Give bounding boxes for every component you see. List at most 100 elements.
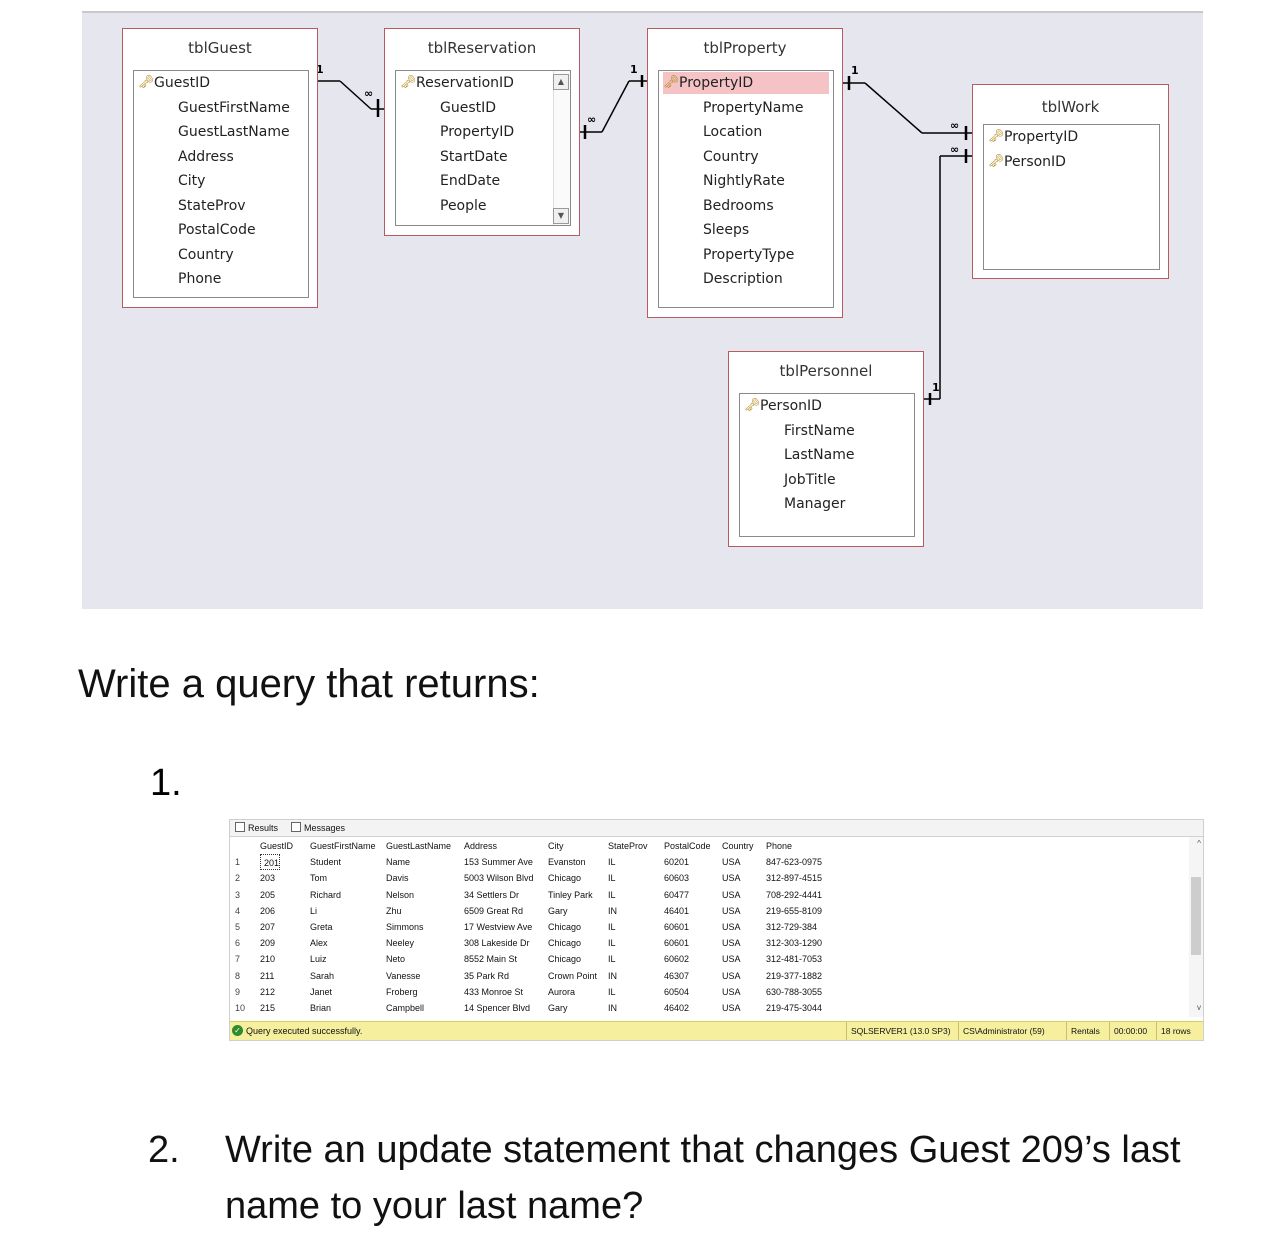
- table-cell[interactable]: 211: [260, 970, 275, 981]
- field-manager[interactable]: Manager: [784, 496, 846, 512]
- table-cell[interactable]: USA: [722, 873, 741, 884]
- table-cell[interactable]: Chicago: [548, 922, 582, 932]
- column-header[interactable]: Country: [722, 841, 754, 851]
- field-list[interactable]: 🗝PropertyID 🗝PersonID: [983, 124, 1160, 270]
- table-cell[interactable]: Gary: [548, 1003, 568, 1013]
- table-cell[interactable]: Campbell: [386, 1003, 425, 1013]
- table-cell[interactable]: 60602: [664, 954, 690, 965]
- table-cell[interactable]: USA: [722, 922, 741, 932]
- table-cell[interactable]: 433 Monroe St: [464, 986, 524, 997]
- field-stateprov[interactable]: StateProv: [178, 198, 246, 214]
- table-cell[interactable]: 46401: [664, 905, 690, 916]
- table-cell[interactable]: IN: [608, 1003, 617, 1013]
- field-postalcode[interactable]: PostalCode: [178, 222, 256, 238]
- table-cell[interactable]: 201: [260, 854, 281, 871]
- scroll-down-icon[interactable]: v: [1197, 1003, 1201, 1012]
- field-country[interactable]: Country: [178, 247, 234, 263]
- field-address[interactable]: Address: [178, 149, 234, 165]
- table-cell[interactable]: 34 Settlers Dr: [464, 889, 520, 900]
- table-cell[interactable]: Name: [386, 857, 411, 868]
- table-cell[interactable]: 5003 Wilson Blvd: [464, 873, 534, 884]
- column-header[interactable]: PostalCode: [664, 841, 711, 851]
- row-number[interactable]: 2: [235, 873, 241, 884]
- table-cell[interactable]: Gary: [548, 905, 568, 916]
- table-cell[interactable]: Greta: [310, 922, 333, 932]
- table-cell[interactable]: Brian: [310, 1003, 332, 1013]
- table-cell[interactable]: 6509 Great Rd: [464, 905, 524, 916]
- table-cell[interactable]: USA: [722, 857, 741, 868]
- column-header[interactable]: Address: [464, 841, 498, 851]
- row-number[interactable]: 5: [235, 922, 241, 932]
- table-cell[interactable]: IL: [608, 873, 616, 884]
- table-cell[interactable]: 312-897-4515: [766, 873, 823, 884]
- table-cell[interactable]: IL: [608, 889, 616, 900]
- table-cell[interactable]: 219-475-3044: [766, 1003, 823, 1013]
- table-cell[interactable]: Janet: [310, 986, 333, 997]
- field-people[interactable]: People: [440, 198, 487, 214]
- table-cell[interactable]: Froberg: [386, 986, 418, 997]
- field-propertyname[interactable]: PropertyName: [703, 100, 804, 116]
- table-cell[interactable]: 60601: [664, 938, 690, 949]
- field-jobtitle[interactable]: JobTitle: [784, 472, 836, 488]
- field-guestfirstname[interactable]: GuestFirstName: [178, 100, 290, 116]
- table-cell[interactable]: 312-481-7053: [766, 954, 823, 965]
- tab-messages[interactable]: Messages: [290, 822, 345, 834]
- table-cell[interactable]: USA: [722, 905, 741, 916]
- table-cell[interactable]: USA: [722, 986, 741, 997]
- table-cell[interactable]: 60603: [664, 873, 690, 884]
- tab-results[interactable]: Results: [234, 822, 278, 834]
- field-reservationid[interactable]: 🗝ReservationID: [400, 72, 514, 94]
- table-cell[interactable]: 207: [260, 922, 276, 932]
- field-location[interactable]: Location: [703, 124, 763, 140]
- table-cell[interactable]: 630-788-3055: [766, 986, 823, 997]
- table-cell[interactable]: 46307: [664, 970, 690, 981]
- field-list[interactable]: 🗝PersonID FirstName LastName JobTitle Ma…: [739, 393, 915, 537]
- table-cell[interactable]: 60477: [664, 889, 690, 900]
- table-cell[interactable]: 17 Westview Ave: [464, 922, 533, 932]
- field-propertyid[interactable]: 🗝PropertyID: [988, 126, 1078, 148]
- scroll-up-icon[interactable]: ▲: [553, 74, 569, 90]
- table-cell[interactable]: 209: [260, 938, 276, 949]
- table-cell[interactable]: 847-623-0975: [766, 857, 823, 868]
- table-cell[interactable]: USA: [722, 938, 741, 949]
- field-enddate[interactable]: EndDate: [440, 173, 501, 189]
- field-firstname[interactable]: FirstName: [784, 423, 855, 439]
- table-cell[interactable]: Evanston: [548, 857, 586, 868]
- table-cell[interactable]: 205: [260, 889, 276, 900]
- table-cell[interactable]: IL: [608, 938, 616, 949]
- field-list[interactable]: 🗝ReservationID GuestID PropertyID StartD…: [395, 70, 571, 226]
- table-cell[interactable]: Aurora: [548, 986, 576, 997]
- table-cell[interactable]: Simmons: [386, 922, 424, 932]
- field-propertyid[interactable]: 🗝PropertyID: [663, 72, 829, 94]
- table-cell[interactable]: Zhu: [386, 905, 402, 916]
- row-number[interactable]: 8: [235, 970, 241, 981]
- results-scrollbar[interactable]: ^ v: [1189, 837, 1203, 1017]
- scroll-down-icon[interactable]: ▼: [553, 208, 569, 224]
- row-number[interactable]: 3: [235, 889, 241, 900]
- field-bedrooms[interactable]: Bedrooms: [703, 198, 774, 214]
- row-number[interactable]: 10: [235, 1003, 246, 1013]
- field-startdate[interactable]: StartDate: [440, 149, 508, 165]
- column-header[interactable]: GuestFirstName: [310, 841, 376, 851]
- table-work[interactable]: tblWork 🗝PropertyID 🗝PersonID: [972, 84, 1169, 279]
- field-propertytype[interactable]: PropertyType: [703, 247, 795, 263]
- field-description[interactable]: Description: [703, 271, 783, 287]
- table-cell[interactable]: 206: [260, 905, 276, 916]
- table-cell[interactable]: Chicago: [548, 873, 582, 884]
- table-cell[interactable]: 212: [260, 986, 276, 997]
- table-cell[interactable]: 8552 Main St: [464, 954, 518, 965]
- field-sleeps[interactable]: Sleeps: [703, 222, 750, 238]
- table-cell[interactable]: USA: [722, 1003, 741, 1013]
- table-cell[interactable]: Richard: [310, 889, 342, 900]
- table-cell[interactable]: Li: [310, 905, 318, 916]
- row-number[interactable]: 6: [235, 938, 241, 949]
- table-cell[interactable]: Vanesse: [386, 970, 421, 981]
- field-phone[interactable]: Phone: [178, 271, 222, 287]
- table-cell[interactable]: Chicago: [548, 954, 582, 965]
- field-propertyid[interactable]: PropertyID: [440, 124, 515, 140]
- column-header[interactable]: StateProv: [608, 841, 648, 851]
- field-country[interactable]: Country: [703, 149, 759, 165]
- field-personid[interactable]: 🗝PersonID: [988, 151, 1066, 173]
- field-list-scrollbar[interactable]: [553, 71, 570, 225]
